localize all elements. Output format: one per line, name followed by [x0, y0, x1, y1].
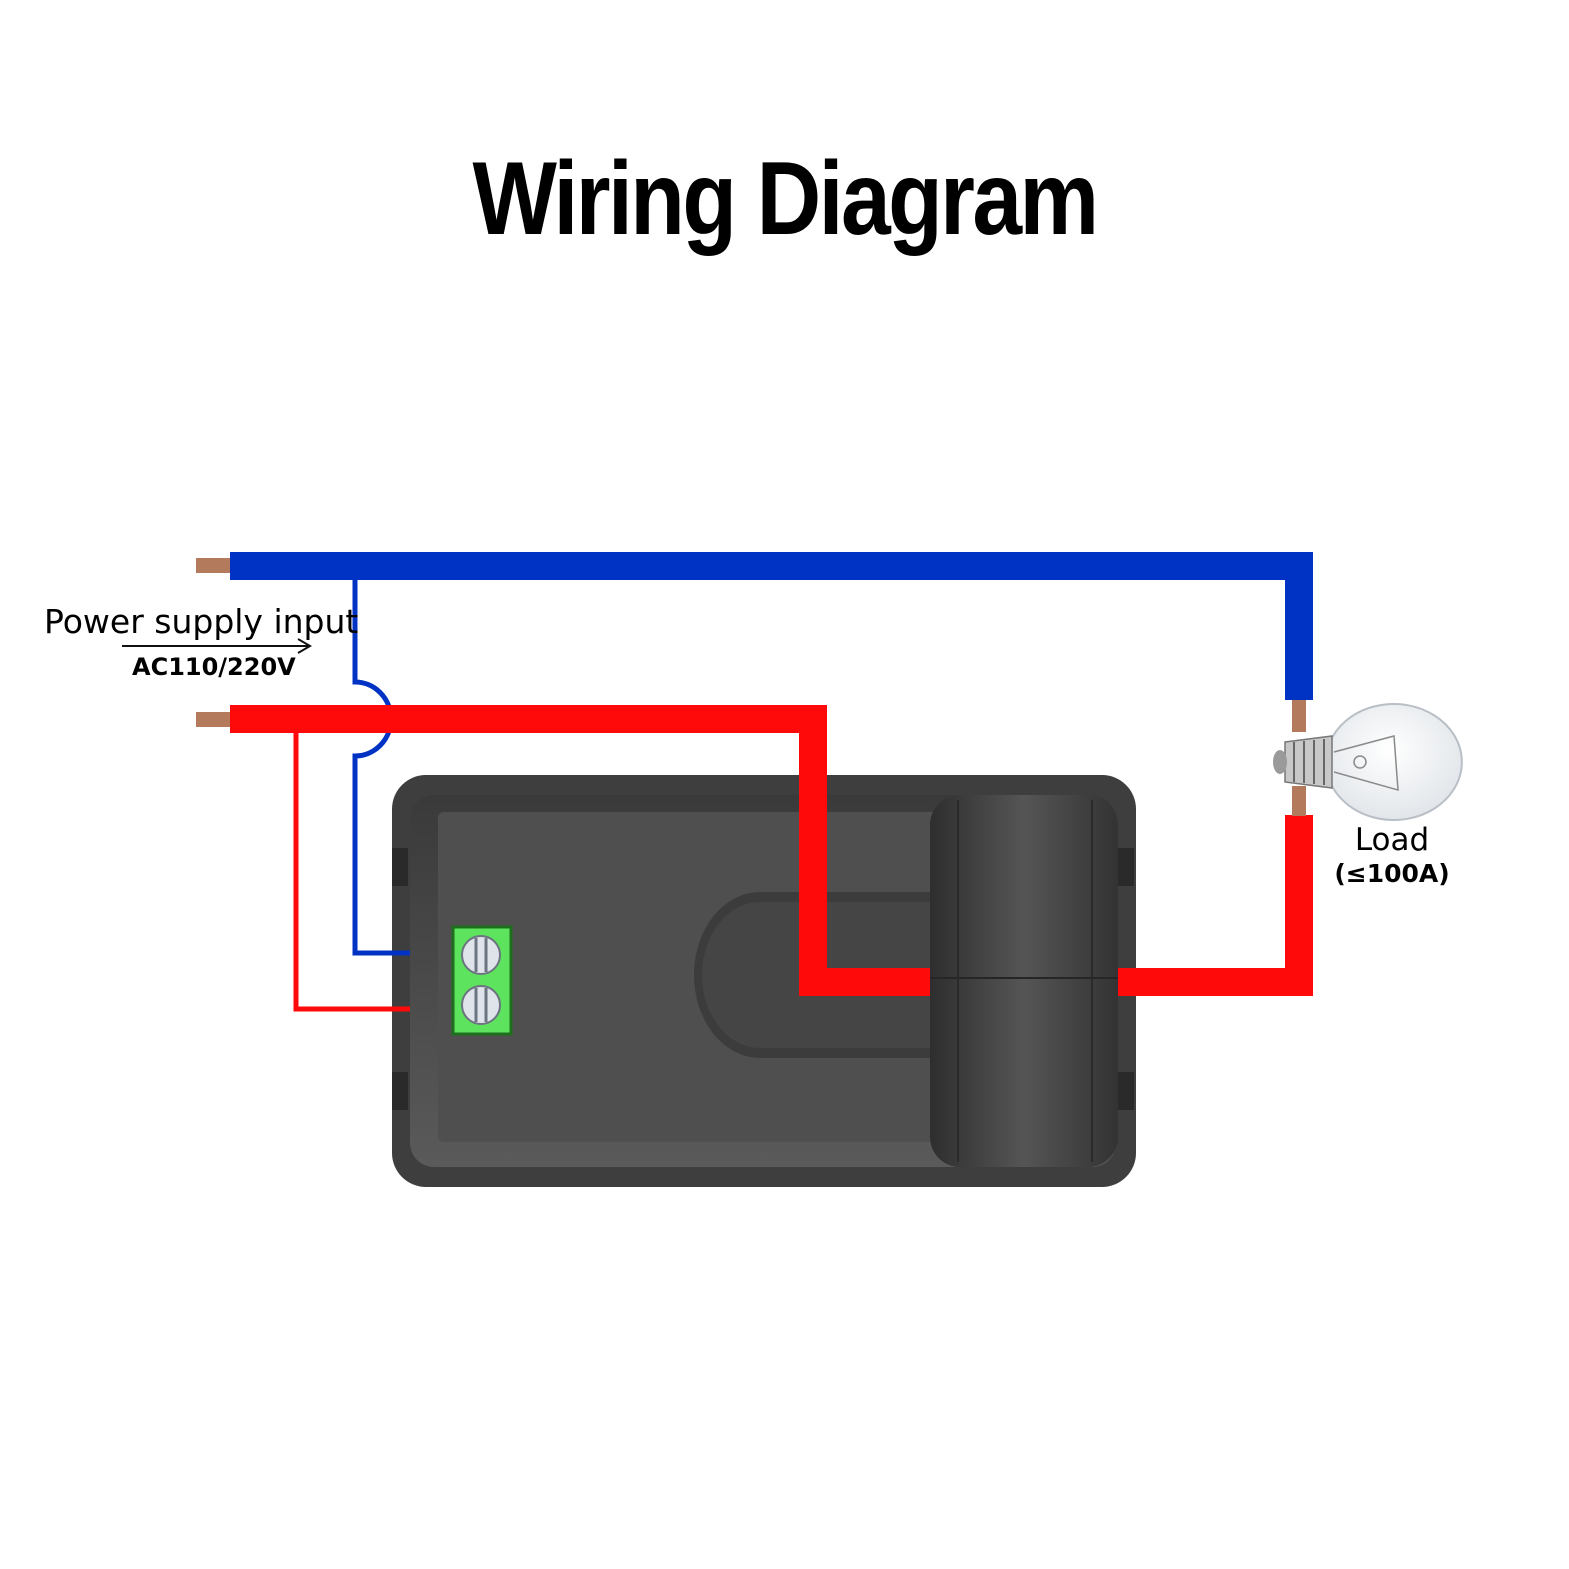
live-copper-tip [196, 712, 232, 727]
load-rating-label: (≤100A) [1334, 859, 1449, 888]
load-label: Load [1355, 822, 1429, 858]
neutral-copper-tip [196, 558, 232, 573]
terminal-screw-icon [461, 985, 501, 1025]
live-wire [230, 705, 1313, 1012]
power-supply-label: Power supply input [44, 602, 358, 641]
diagram-title: Wiring Diagram [472, 141, 1099, 257]
voltage-label: AC110/220V [132, 653, 296, 681]
module-clip-left-bottom [392, 1072, 408, 1110]
light-bulb-icon [1273, 700, 1463, 821]
module-clip-left-top [392, 848, 408, 886]
current-transformer [930, 795, 1118, 1167]
module-clip-right-bottom [1118, 1072, 1134, 1110]
module-clip-right-top [1118, 848, 1134, 886]
terminal-screw-icon [461, 935, 501, 975]
terminal-block [451, 925, 513, 1036]
meter-module [392, 775, 1136, 1187]
input-arrow [122, 638, 312, 654]
